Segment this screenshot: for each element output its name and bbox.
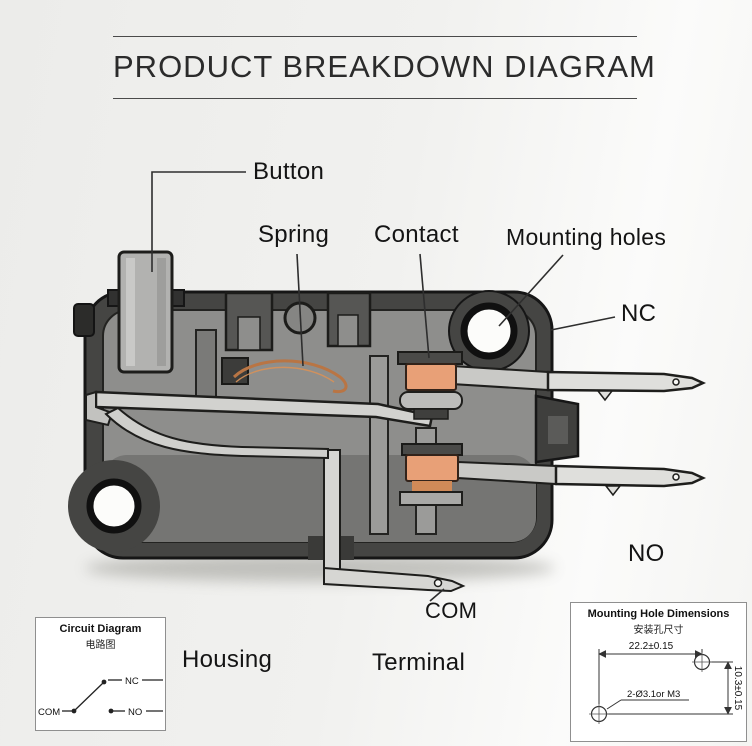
dim-vertical: 10.3±0.15 (732, 666, 743, 711)
terminal-nc (451, 364, 707, 402)
terminal-stem-nc (369, 355, 389, 535)
mounting-holes-drawn (590, 653, 711, 723)
housing-right-boss-notch (548, 416, 568, 444)
switch-shadow (85, 554, 555, 582)
circuit-nc-label: NC (125, 676, 139, 687)
mounting-hole-top (448, 290, 530, 372)
contact-lower-base (399, 491, 463, 506)
leader-com (429, 588, 445, 602)
interior-components (195, 291, 372, 405)
circuit-com-label: COM (38, 707, 60, 718)
terminal-no (457, 460, 707, 497)
interior-block-left-notch (237, 316, 261, 351)
contact-upper-plate (397, 351, 463, 365)
mounting-box-subtitle: 安装孔尺寸 (633, 625, 684, 636)
terminal-com-hole (433, 578, 443, 588)
circuit-box-subtitle: 电路图 (85, 640, 116, 651)
terminal-no-barb (604, 485, 622, 497)
mounting-hole-bottom (68, 460, 160, 552)
terminal-no-prong (554, 464, 707, 488)
contact-lower (399, 443, 463, 506)
circuit-lever-wire (73, 682, 104, 712)
lever-lower-arm (104, 406, 329, 460)
dimension-lines (598, 649, 733, 715)
contact-lower-pad (405, 454, 459, 482)
button-guide-post (195, 329, 217, 405)
lever-left-hook (85, 390, 114, 427)
spring-wire-highlight (235, 366, 335, 383)
dim-horizontal: 22.2±0.15 (629, 641, 674, 652)
hole-spec-leader (606, 699, 622, 710)
hole-crosshairs (589, 652, 712, 724)
terminal-nc-prong (546, 370, 707, 393)
page-title-block: PRODUCT BREAKDOWN DIAGRAM (113, 36, 656, 99)
mounting-dimensions-box: Mounting Hole Dimensions 安装孔尺寸 (570, 602, 747, 742)
spring-wire-main (232, 359, 348, 394)
interior-block-right-notch (337, 314, 359, 347)
button-highlight (126, 258, 135, 366)
leader-lines (151, 171, 616, 602)
circuit-box-title: Circuit Diagram (59, 623, 142, 635)
switch-button (107, 250, 185, 374)
spring-wire (232, 359, 348, 394)
leader-contact (419, 253, 430, 359)
terminal-no-hole (672, 473, 680, 481)
leader-spring (296, 253, 304, 367)
contact-movable-disc (399, 391, 463, 410)
circuit-diagram-box: Circuit Diagram 电路图 COM NC NO (35, 617, 166, 731)
terminal-com-stem (323, 449, 341, 579)
circuit-pivot-node (71, 708, 77, 714)
dim-hole-spec: 2-Ø3.1or M3 (627, 689, 680, 700)
leader-mounting-holes (498, 254, 564, 327)
contact-movable-rivet (413, 408, 449, 420)
button-shade (157, 258, 166, 366)
terminal-com (323, 449, 466, 593)
label-terminal: Terminal (372, 649, 466, 676)
label-no: NO (628, 540, 665, 567)
actuator-lever (85, 390, 434, 460)
label-mounting-holes: Mounting holes (506, 224, 667, 250)
circuit-no-node (108, 708, 114, 714)
terminal-nc-barb (596, 390, 614, 402)
label-nc: NC (621, 300, 657, 327)
circuit-wires (62, 679, 163, 712)
terminal-com-prong (323, 566, 466, 593)
leader-button (151, 171, 246, 272)
mounting-box-title: Mounting Hole Dimensions (587, 608, 730, 620)
contact-upper (397, 351, 463, 420)
circuit-no-label: NO (128, 707, 142, 718)
contact-lower-pad-shade (412, 481, 452, 493)
label-com: COM (425, 598, 478, 623)
circuit-schematic: COM NC NO (38, 676, 163, 718)
label-housing: Housing (182, 646, 273, 673)
mounting-hole-bottom-bore (86, 478, 142, 534)
leader-nc (550, 316, 616, 331)
housing-left-tab (73, 303, 95, 337)
page-title: PRODUCT BREAKDOWN DIAGRAM (113, 49, 656, 84)
label-spring: Spring (258, 221, 330, 248)
circuit-nc-node (101, 679, 107, 685)
label-contact: Contact (374, 221, 459, 248)
label-button: Button (253, 158, 325, 185)
contact-upper-pad (405, 363, 457, 391)
mounting-hole-top-bore (460, 302, 518, 360)
mounting-dimension-drawing: 22.2±0.15 2-Ø3.1or M3 10.3±0.15 (589, 641, 743, 724)
contact-lower-plate (401, 443, 463, 456)
terminal-nc-hole (672, 378, 680, 386)
